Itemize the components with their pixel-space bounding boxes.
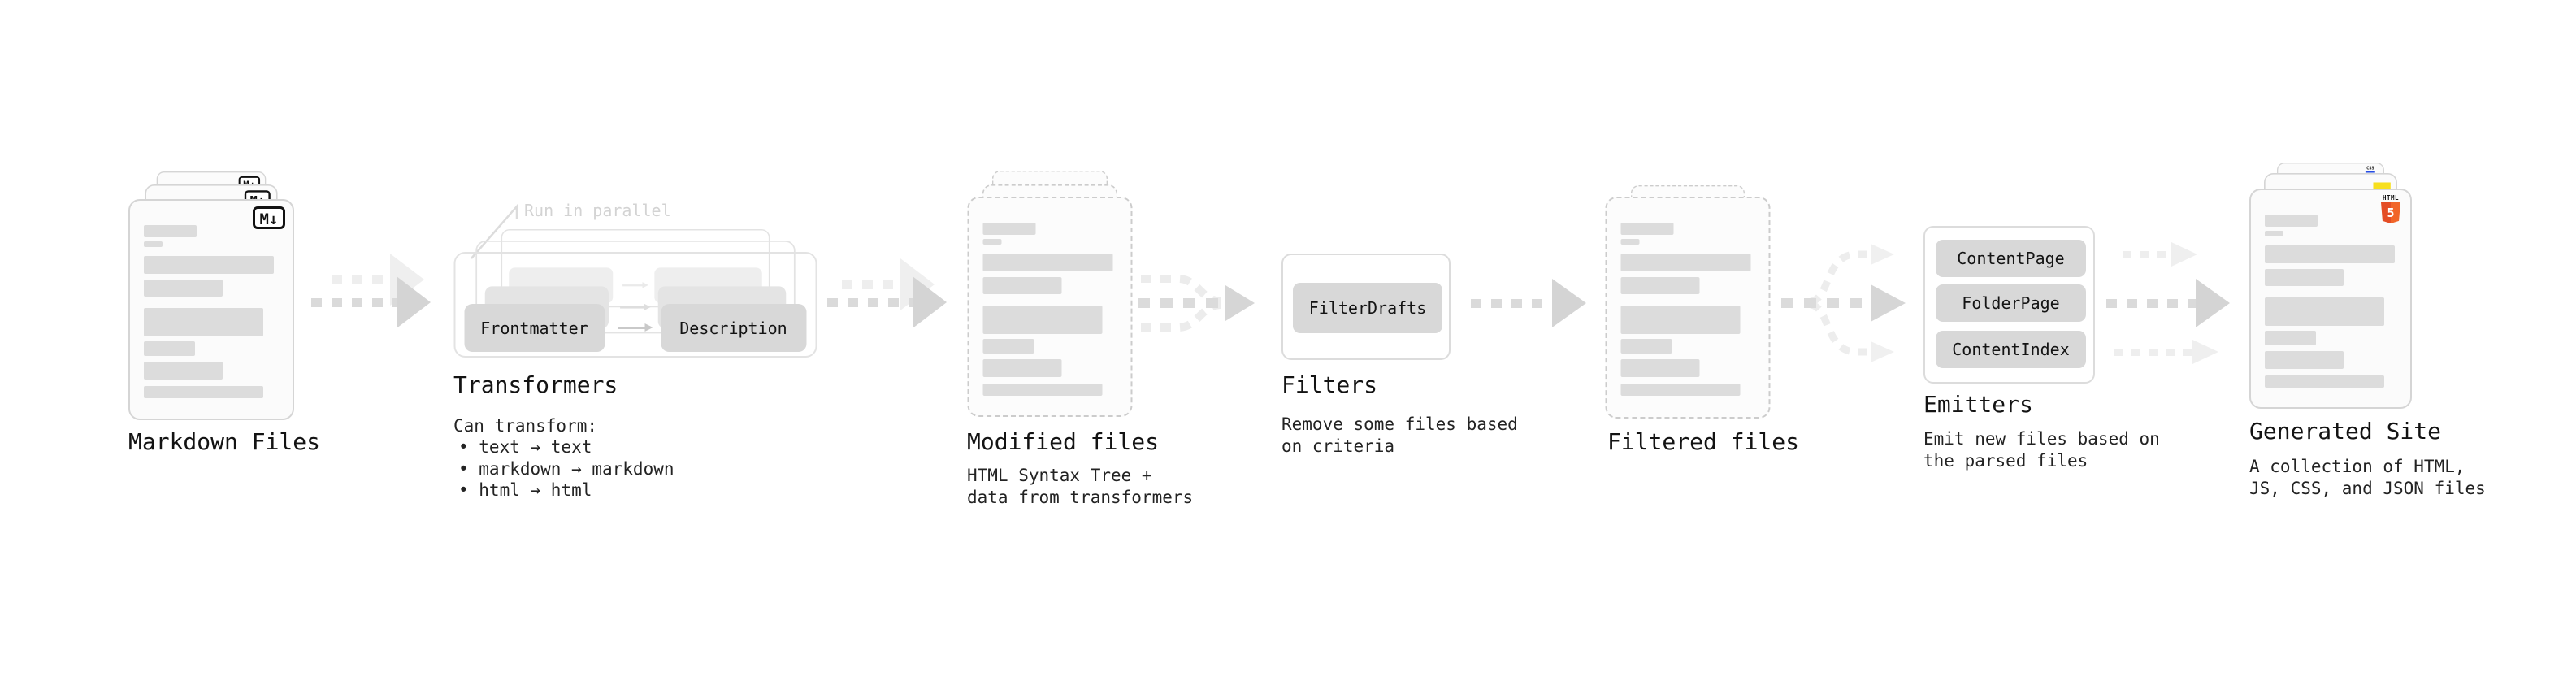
bullet-item: • text → text [458, 437, 592, 457]
arrow-emitters-bottom [2114, 340, 2218, 364]
subtitle-line: JS, CSS, and JSON files [2249, 479, 2486, 498]
markdown-icon: M↓ [253, 206, 285, 229]
filtered-files-title: Filtered files [1607, 428, 1800, 455]
subtitle-line: Emit new files based on [1923, 429, 2160, 449]
transform-arrow-icon [622, 282, 650, 288]
transformers-bullet-list: • text → text • markdown → markdown • ht… [458, 436, 674, 501]
content-line-bar [1620, 339, 1672, 354]
transform-arrow-icon [619, 303, 653, 311]
subtitle-line: HTML Syntax Tree + [967, 466, 1152, 485]
modified-files-title: Modified files [967, 428, 1160, 455]
content-line-bar [1620, 239, 1639, 245]
contentindex-box: ContentIndex [1936, 331, 2086, 368]
emitters-subtitle: Emit new files based on the parsed files [1923, 428, 2160, 472]
transformers-subtitle: Can transform: [453, 416, 598, 436]
filtered-files-stack [1605, 185, 1770, 430]
filters-subtitle: Remove some files based on criteria [1281, 414, 1518, 458]
content-line-bar [144, 280, 223, 297]
file-card-front: M↓ [128, 199, 294, 420]
content-line-bar [2265, 351, 2344, 369]
content-line-bar [144, 241, 163, 247]
subtitle-line: data from transformers [967, 488, 1194, 507]
generated-site-title: Generated Site [2249, 418, 2442, 445]
arrow-merge-modified-to-filters [1138, 275, 1255, 332]
content-line-bar [144, 341, 195, 356]
file-card-front [1605, 197, 1770, 419]
markdown-files-title: Markdown Files [128, 428, 321, 455]
arrow-fanout-filtered-to-emitters [1781, 244, 1906, 362]
arrow-emitters-middle [2106, 279, 2230, 327]
css-icon-label: CSS [2366, 165, 2374, 171]
emitters-title: Emitters [1923, 391, 2033, 418]
arrow-markdown-to-transformers [311, 250, 445, 358]
content-line-bar [144, 386, 263, 398]
content-line-bar [982, 239, 1001, 245]
html5-icon-word: HTML [2382, 194, 2400, 202]
bullet-item: • markdown → markdown [458, 458, 674, 479]
modified-files-subtitle: HTML Syntax Tree + data from transformer… [967, 465, 1193, 509]
content-line-bar [1620, 277, 1699, 294]
css-icon-underline [2365, 171, 2375, 173]
content-line-bar [982, 359, 1061, 377]
arrow-filters-to-filtered [1471, 279, 1586, 327]
content-line-bar [982, 277, 1061, 294]
arrow-transformers-to-modified [827, 250, 961, 358]
flow-arrow [311, 276, 431, 328]
content-line-bar [144, 308, 263, 336]
content-line-bar [2265, 269, 2344, 286]
frontmatter-box: Frontmatter [464, 304, 605, 352]
transformer-frame-front: Frontmatter Description [453, 252, 817, 358]
filters-title: Filters [1281, 371, 1378, 398]
content-line-bar [144, 362, 223, 380]
content-line-bar [982, 339, 1034, 354]
content-line-bar [982, 384, 1102, 396]
content-line-bar [1620, 254, 1750, 271]
content-line-bar [144, 225, 197, 237]
content-line-bar [2265, 331, 2316, 345]
subtitle-line: Remove some files based [1281, 414, 1518, 434]
filterdrafts-box: FilterDrafts [1293, 283, 1442, 333]
content-line-bar [2265, 375, 2384, 388]
content-line-bar [982, 223, 1035, 235]
content-line-bar [982, 254, 1112, 271]
content-line-bar [1620, 223, 1673, 235]
arrow-emitters-top [2123, 242, 2197, 267]
transform-arrow-icon [618, 323, 655, 332]
css-icon: CSS [2364, 165, 2377, 173]
file-card-front: HTML 5 [2249, 189, 2412, 409]
generated-site-stack: CSS HTML 5 [2249, 163, 2412, 409]
content-line-bar [2265, 231, 2283, 236]
transformers-title: Transformers [453, 371, 618, 398]
content-line-bar [2265, 215, 2318, 227]
transformers-stack: Frontmatter Description [453, 229, 817, 358]
description-box: Description [661, 304, 806, 352]
filters-panel: FilterDrafts [1281, 254, 1451, 360]
markdown-files-stack: M↓ M↓ M↓ [128, 171, 294, 420]
bullet-item: • html → html [458, 480, 592, 500]
modified-files-stack [967, 171, 1132, 419]
folderpage-box: FolderPage [1936, 284, 2086, 322]
html5-icon: HTML 5 [2380, 194, 2401, 223]
content-line-bar [2265, 245, 2395, 263]
parallel-note: Run in parallel [524, 201, 671, 220]
content-line-bar [1620, 384, 1740, 396]
contentpage-box: ContentPage [1936, 240, 2086, 277]
generated-site-subtitle: A collection of HTML, JS, CSS, and JSON … [2249, 456, 2486, 500]
content-line-bar [1620, 306, 1740, 334]
subtitle-line: the parsed files [1923, 451, 2088, 471]
content-line-bar [2265, 297, 2384, 326]
html5-icon-shield: 5 [2381, 202, 2400, 223]
content-line-bar [982, 306, 1102, 334]
file-card-front [967, 197, 1132, 417]
content-line-bar [1620, 359, 1699, 377]
flow-arrow [827, 276, 947, 328]
subtitle-line: on criteria [1281, 436, 1395, 456]
content-line-bar [144, 256, 274, 274]
emitters-panel: ContentPage FolderPage ContentIndex [1923, 226, 2095, 384]
subtitle-line: A collection of HTML, [2249, 457, 2465, 476]
